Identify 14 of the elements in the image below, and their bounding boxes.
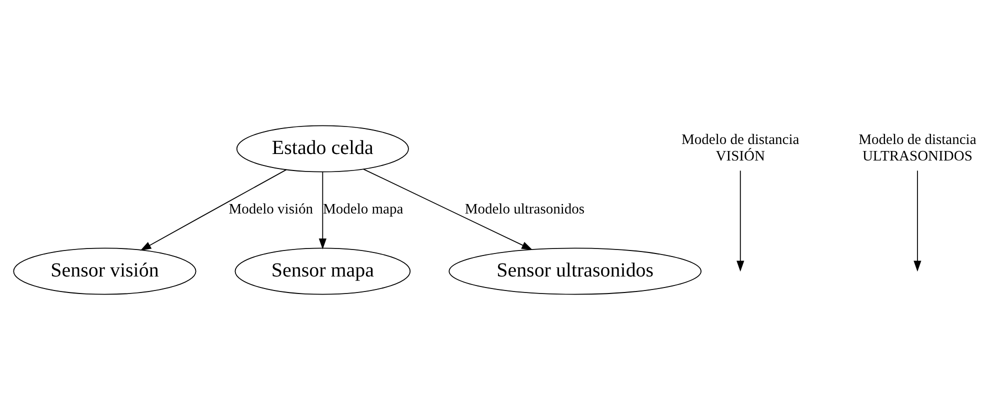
node-text: Modelo de distancia ULTRASONIDOS <box>858 132 976 164</box>
node-ellipse: Sensor mapa <box>234 247 411 294</box>
node-ellipse: Sensor visión <box>13 247 196 294</box>
node-ellipse: Estado celda <box>236 124 409 172</box>
node-text: Modelo de distancia VISIÓN <box>682 132 800 164</box>
arrow <box>914 170 922 272</box>
edge-label: Modelo ultrasonidos <box>464 200 585 217</box>
arrow <box>363 168 533 250</box>
arrow <box>140 168 287 250</box>
edge-label: Modelo visión <box>228 200 314 217</box>
arrow <box>318 171 326 249</box>
arrow <box>736 170 744 272</box>
edge-label: Modelo mapa <box>322 200 404 217</box>
node-ellipse: Sensor ultrasonidos <box>448 247 702 294</box>
